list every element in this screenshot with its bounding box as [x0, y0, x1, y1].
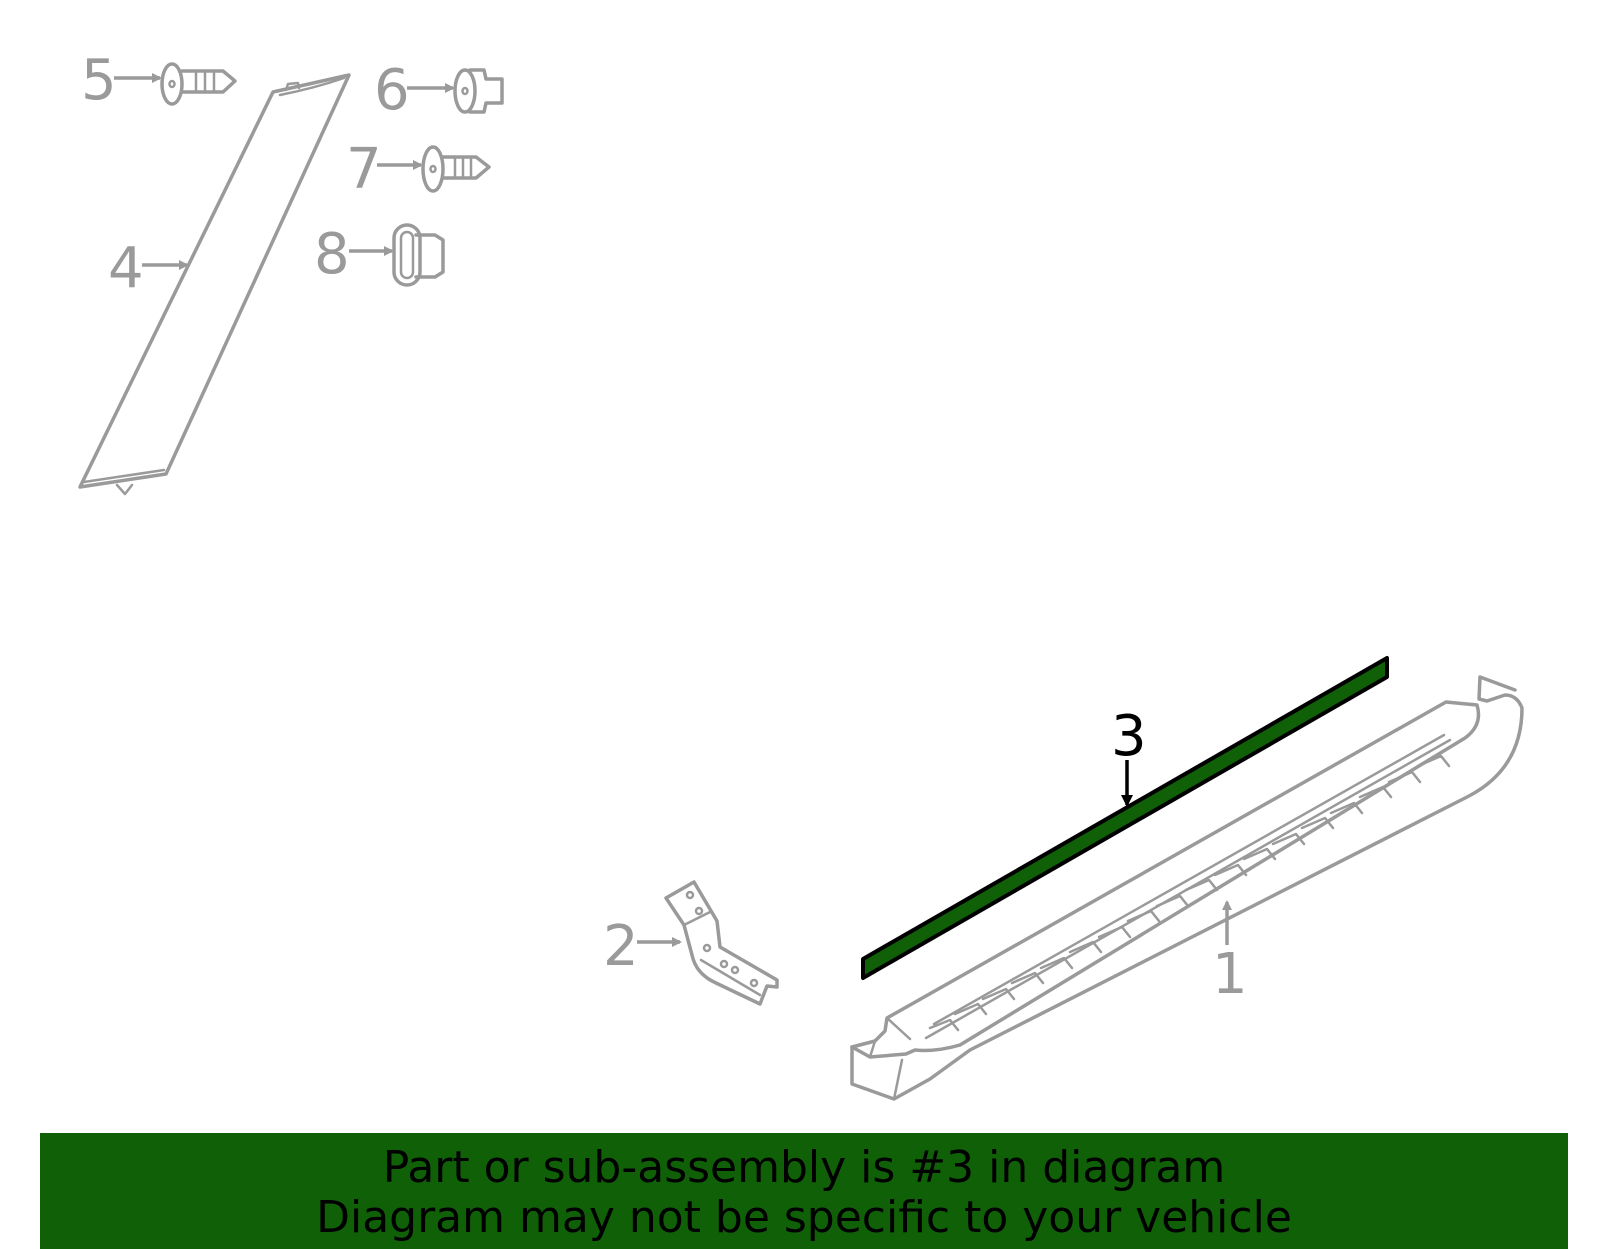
callout-7: 7 [346, 137, 382, 202]
pillar-trim-panel [78, 73, 351, 496]
callout-1: 1 [1212, 942, 1248, 1007]
running-board [850, 675, 1524, 1101]
step-molding-highlighted [861, 656, 1389, 980]
callout-6: 6 [374, 58, 410, 123]
tread-pattern [924, 733, 1452, 1040]
callout-2: 2 [603, 914, 639, 979]
callout-4: 4 [108, 236, 144, 301]
callout-5: 5 [81, 48, 117, 113]
screw-5 [160, 62, 237, 106]
banner-line-2: Diagram may not be specific to your vehi… [316, 1192, 1292, 1243]
callout-3: 3 [1111, 704, 1147, 769]
info-banner: Part or sub-assembly is #3 in diagram Di… [40, 1133, 1568, 1249]
banner-line-1: Part or sub-assembly is #3 in diagram [382, 1142, 1226, 1193]
leader-lines [114, 73, 1232, 947]
mounting-bracket [664, 880, 779, 1006]
nut-6 [453, 68, 504, 114]
grommet-8 [392, 223, 445, 287]
screw-7 [421, 145, 491, 193]
callout-8: 8 [314, 222, 350, 287]
callout-labels: 5 6 7 8 4 2 1 3 [81, 48, 1248, 1007]
